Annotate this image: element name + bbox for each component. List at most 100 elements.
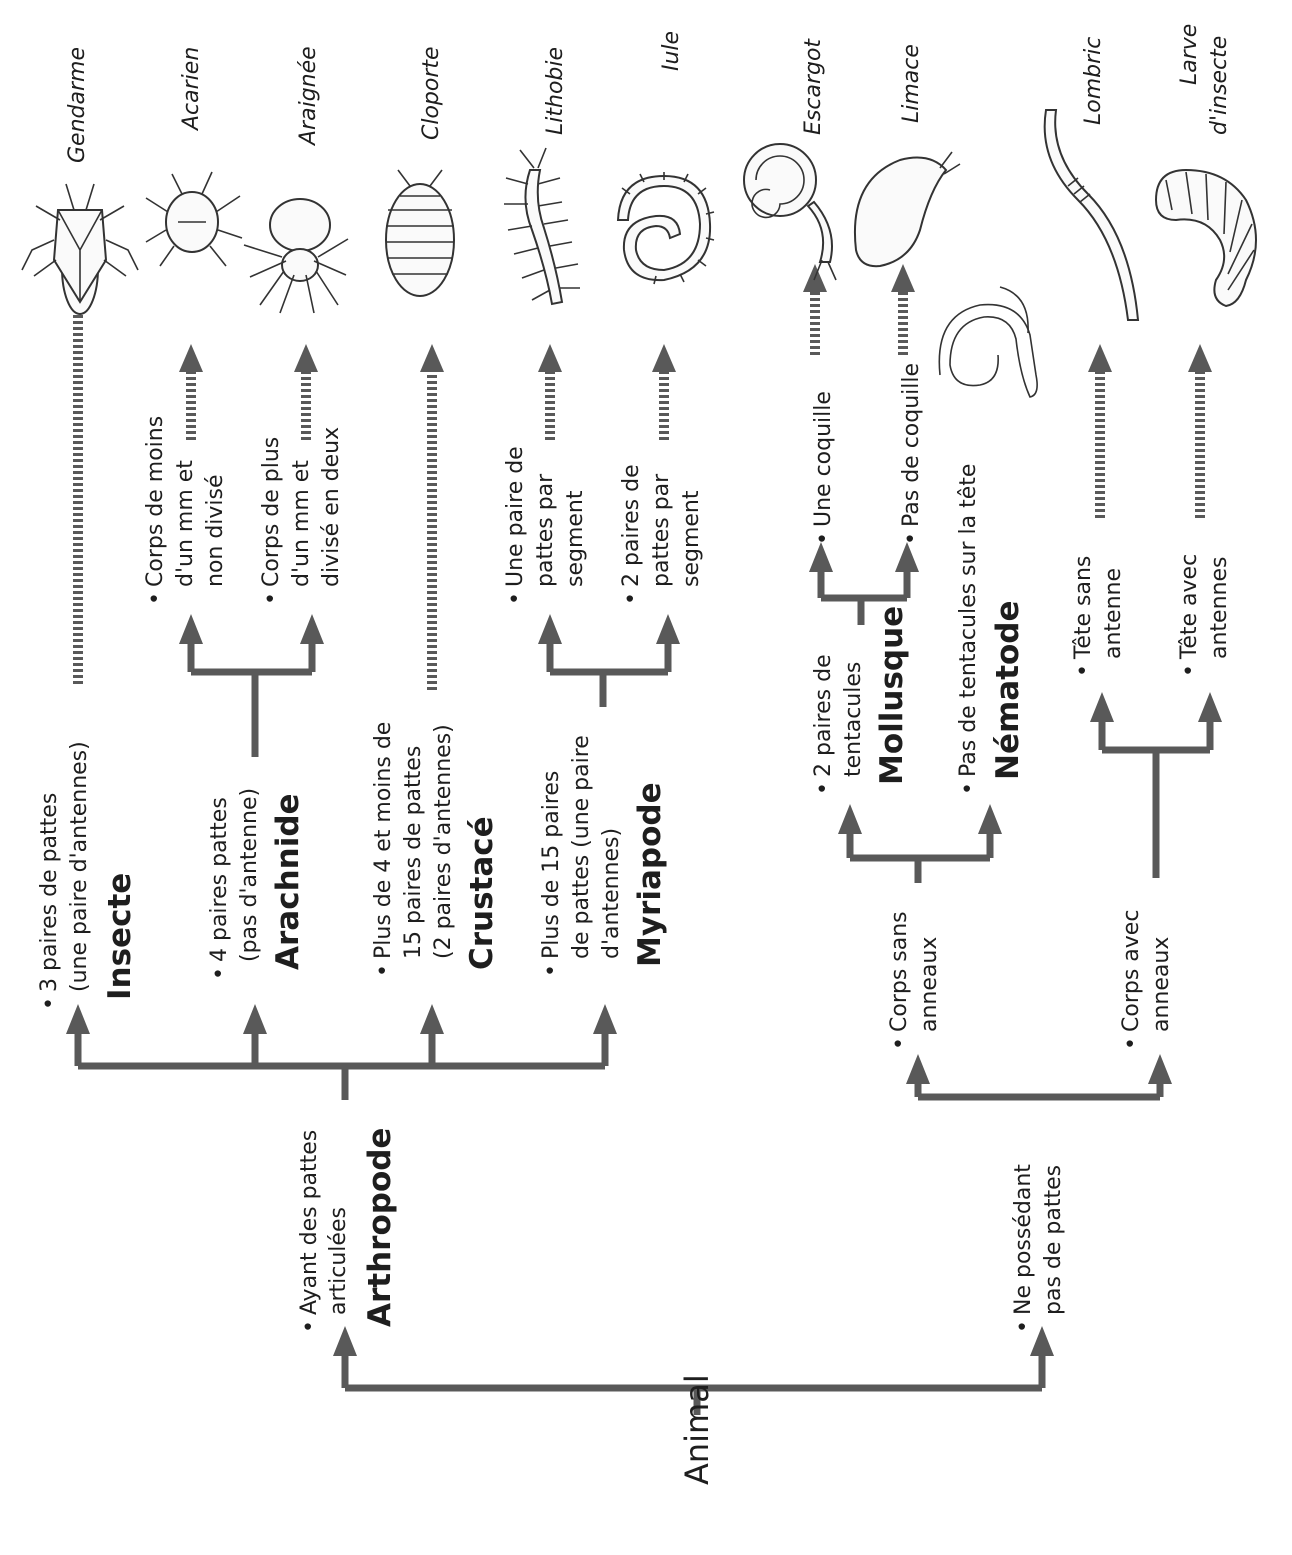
mite-icon (145, 171, 243, 267)
insecte-desc-1: 3 paires de pattes (37, 793, 62, 992)
node-myriapode: • Plus de 15 paires de pattes (une paire… (539, 735, 668, 977)
crustace-name: Crustacé (464, 816, 500, 970)
larve-crit-bullet: • (1177, 664, 1202, 677)
dotted-leaders (66, 264, 1212, 690)
escargot-crit-1: Une coquille (811, 391, 836, 527)
species-cloporte: Cloporte (419, 46, 444, 140)
node-arthropode: • Ayant des pattes articulées Arthropode (297, 1128, 398, 1333)
earthworm-icon (1043, 109, 1140, 321)
root-label: Animal (678, 1374, 716, 1485)
mollusque-desc-1: 2 paires de (811, 654, 836, 777)
node-crustace: • Plus de 4 et moins de 15 paires de pat… (371, 722, 500, 977)
millipede-icon (616, 172, 715, 285)
arthropode-bullet: • (297, 1320, 322, 1333)
araignee-crit-3: divisé en deux (319, 427, 344, 587)
woodlouse-icon (385, 169, 455, 297)
species-lithobie: Lithobie (543, 47, 568, 135)
arachnide-bullet: • (207, 967, 232, 980)
escargot-crit-bullet: • (811, 532, 836, 545)
crit-escargot: • Une coquille (811, 391, 836, 545)
crit-larve: • Tête avec antennes (1177, 554, 1232, 677)
lombric-crit-2: antenne (1101, 568, 1126, 659)
crustace-desc-1: Plus de 4 et moins de (371, 722, 396, 959)
node-nematode: • Pas de tentacules sur la tête Nématode (956, 464, 1026, 795)
mollusque-name: Mollusque (874, 606, 910, 785)
species-larve-1: Larve (1177, 24, 1202, 85)
corps-avec-bullet: • (1119, 1037, 1144, 1050)
iule-crit-bullet: • (619, 592, 644, 605)
crustace-desc-3: (2 paires d'antennes) (431, 724, 456, 959)
crit-limace: • Pas de coquille (899, 363, 924, 545)
species-limace: Limace (899, 44, 924, 123)
corps-sans-desc-2: anneaux (917, 937, 942, 1032)
arthropode-desc-1: Ayant des pattes (297, 1130, 322, 1315)
arachnide-name: Arachnide (270, 793, 306, 970)
crit-lithobie: • Une paire de pattes par segment (503, 446, 588, 605)
acarien-crit-2: d'un mm et (173, 460, 198, 587)
larve-crit-2: antennes (1207, 557, 1232, 659)
acarien-crit-bullet: • (143, 592, 168, 605)
nematode-name: Nématode (990, 600, 1026, 780)
crit-iule: • 2 paires de pattes par segment (619, 464, 704, 605)
node-sans-pattes: • Ne possédant pas de pattes (1011, 1164, 1066, 1333)
mollusque-bullet: • (811, 782, 836, 795)
nematode-icon (938, 286, 1038, 398)
node-arachnide: • 4 paires pattes (pas d'antenne) Arachn… (207, 788, 306, 980)
lombric-crit-1: Tête sans (1071, 556, 1096, 660)
lithobie-crit-2: pattes par (533, 473, 558, 587)
larva-icon (1154, 168, 1257, 308)
araignee-crit-2: d'un mm et (289, 460, 314, 587)
crit-araignee: • Corps de plus d'un mm et divisé en deu… (259, 427, 344, 605)
species-lombric: Lombric (1081, 37, 1106, 125)
lithobie-crit-1: Une paire de (503, 446, 528, 587)
species-larve-2: d'insecte (1207, 36, 1232, 135)
iule-crit-2: pattes par (649, 473, 674, 587)
insecte-name: Insecte (102, 873, 138, 1000)
limace-crit-1: Pas de coquille (899, 363, 924, 527)
lombric-crit-bullet: • (1071, 664, 1096, 677)
species-araignee: Araignée (296, 46, 321, 147)
myriapode-desc-1: Plus de 15 paires (539, 771, 564, 959)
sans-pattes-desc-2: pas de pattes (1041, 1165, 1066, 1315)
myriapode-name: Myriapode (632, 782, 668, 967)
insecte-desc-2: (une paire d'antennes) (67, 741, 92, 992)
nematode-desc-1: Pas de tentacules sur la tête (956, 464, 981, 777)
myriapode-bullet: • (539, 964, 564, 977)
larve-crit-1: Tête avec (1177, 554, 1202, 660)
limace-crit-bullet: • (899, 532, 924, 545)
species-escargot: Escargot (801, 38, 826, 135)
myriapode-desc-3: d'antennes) (599, 828, 624, 959)
crit-acarien: • Corps de moins d'un mm et non divisé (143, 416, 228, 605)
snail-icon (743, 143, 837, 281)
node-corps-sans: • Corps sans anneaux (887, 911, 942, 1050)
araignee-crit-1: Corps de plus (259, 437, 284, 587)
arachnide-desc-2: (pas d'antenne) (237, 788, 262, 962)
species-iule: Iule (659, 31, 684, 71)
crit-lombric: • Tête sans antenne (1071, 556, 1126, 677)
crustace-desc-2: 15 paires de pattes (401, 746, 426, 959)
corps-sans-bullet: • (887, 1037, 912, 1050)
crustace-bullet: • (371, 964, 396, 977)
mollusque-desc-2: tentacules (841, 662, 866, 777)
species-acarien: Acarien (179, 47, 204, 132)
slug-icon (854, 151, 961, 268)
node-mollusque: • 2 paires de tentacules Mollusque (811, 606, 910, 795)
gendarme-icon (21, 183, 139, 315)
arthropode-name: Arthropode (362, 1128, 398, 1327)
arthropode-desc-2: articulées (326, 1207, 351, 1315)
tree-connectors (66, 542, 1222, 1415)
corps-avec-desc-1: Corps avec (1119, 910, 1144, 1032)
acarien-crit-3: non divisé (203, 474, 228, 587)
lithobie-crit-3: segment (563, 490, 588, 587)
centipede-icon (504, 147, 580, 306)
arachnide-desc-1: 4 paires pattes (207, 797, 232, 962)
sans-pattes-desc-1: Ne possédant (1011, 1164, 1036, 1315)
corps-sans-desc-1: Corps sans (887, 911, 912, 1032)
myriapode-desc-2: de pattes (une paire (569, 735, 594, 959)
node-corps-avec: • Corps avec anneaux (1119, 910, 1174, 1050)
corps-avec-desc-2: anneaux (1149, 937, 1174, 1032)
insecte-bullet: • (37, 997, 62, 1010)
iule-crit-3: segment (679, 490, 704, 587)
